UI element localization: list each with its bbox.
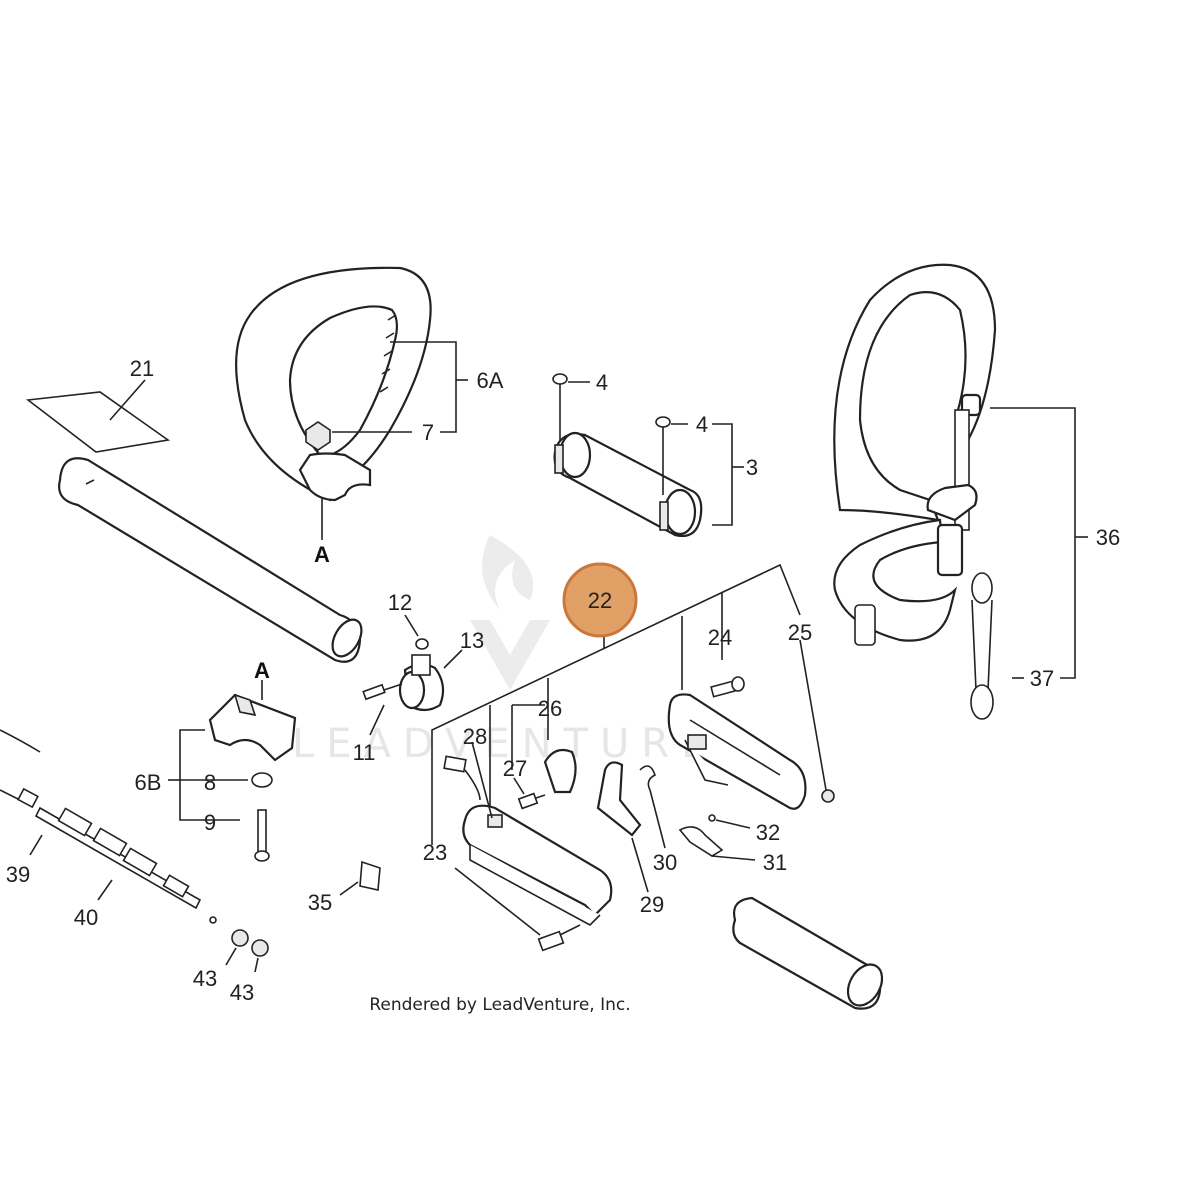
part-4-screw-b (655, 416, 688, 495)
callout-25: 25 (788, 620, 812, 645)
callout-11: 11 (353, 740, 376, 765)
callout-12: 12 (388, 590, 412, 615)
callout-27: 27 (503, 756, 527, 781)
callout-labels: 21 6A 7 A 4 4 3 36 37 12 13 11 24 25 26 … (6, 356, 1120, 1005)
callout-35: 35 (308, 890, 332, 915)
part-4-screw-a (552, 373, 590, 440)
part-6B-handle-base (208, 680, 297, 762)
part-40-cable (0, 729, 217, 924)
callout-32: 32 (756, 820, 780, 845)
watermark-logo-icon (482, 535, 534, 610)
callout-6A: 6A (477, 368, 504, 393)
callout-7: 7 (422, 420, 434, 445)
credit-text: Rendered by LeadVenture, Inc. (369, 995, 630, 1015)
part-24-screw (710, 676, 745, 698)
assembly-22-leaders (431, 563, 827, 845)
part-37-ring (970, 572, 994, 720)
highlight-callout-22[interactable]: 22 (562, 562, 638, 638)
callout-39: 39 (6, 862, 30, 887)
part-43-nut-b (251, 939, 269, 973)
callout-29: 29 (640, 892, 664, 917)
callout-43-a: 43 (193, 966, 217, 991)
part-11-bolt (362, 683, 403, 701)
callout-6B: 6B (135, 770, 162, 795)
part-3-bracket (553, 431, 703, 538)
callout-23: 23 (423, 840, 447, 865)
callout-37: 37 (1030, 666, 1054, 691)
callout-4-a: 4 (596, 370, 608, 395)
part-9-bolt (254, 809, 270, 862)
callout-8: 8 (204, 770, 216, 795)
callout-3: 3 (746, 455, 758, 480)
part-30-spring (639, 765, 666, 849)
part-31-lever (678, 826, 756, 861)
callout-21: 21 (130, 356, 154, 381)
part-28-switch (443, 755, 481, 801)
part-22-upper-housing (667, 693, 807, 810)
watermark: LEADVENTURE (292, 535, 718, 767)
callout-40: 40 (74, 905, 98, 930)
callout-A-mid: A (254, 658, 270, 683)
part-21-decal (25, 379, 171, 453)
callout-28: 28 (463, 724, 487, 749)
part-29-trigger (596, 761, 649, 893)
part-26-clip (511, 704, 577, 794)
part-23-lower-housing (462, 804, 613, 926)
callout-31: 31 (763, 850, 787, 875)
callout-4-b: 4 (696, 412, 708, 437)
callout-13: 13 (460, 628, 484, 653)
callout-24: 24 (708, 625, 732, 650)
callout-22-label: 22 (588, 588, 612, 613)
part-23-screw (454, 867, 581, 952)
callout-26: 26 (538, 696, 562, 721)
part-8-washer (251, 772, 273, 788)
watermark-text: LEADVENTURE (292, 721, 718, 767)
part-12-nut (415, 638, 429, 650)
part-6A-loop-handle (235, 266, 432, 502)
part-43-nut-a (225, 929, 249, 966)
callout-36: 36 (1096, 525, 1120, 550)
part-13-clamp (398, 654, 445, 712)
callout-30: 30 (653, 850, 677, 875)
callout-43-b: 43 (230, 980, 254, 1005)
grip-tube (732, 896, 884, 1010)
part-32-pin (708, 814, 751, 829)
callout-A-top: A (314, 542, 330, 567)
part-25-nut (821, 789, 835, 803)
part-36-harness (833, 263, 997, 646)
shaft-tube (58, 457, 363, 663)
part-35-label (339, 860, 381, 896)
part-27-screw (517, 792, 546, 810)
callout-9: 9 (204, 810, 216, 835)
